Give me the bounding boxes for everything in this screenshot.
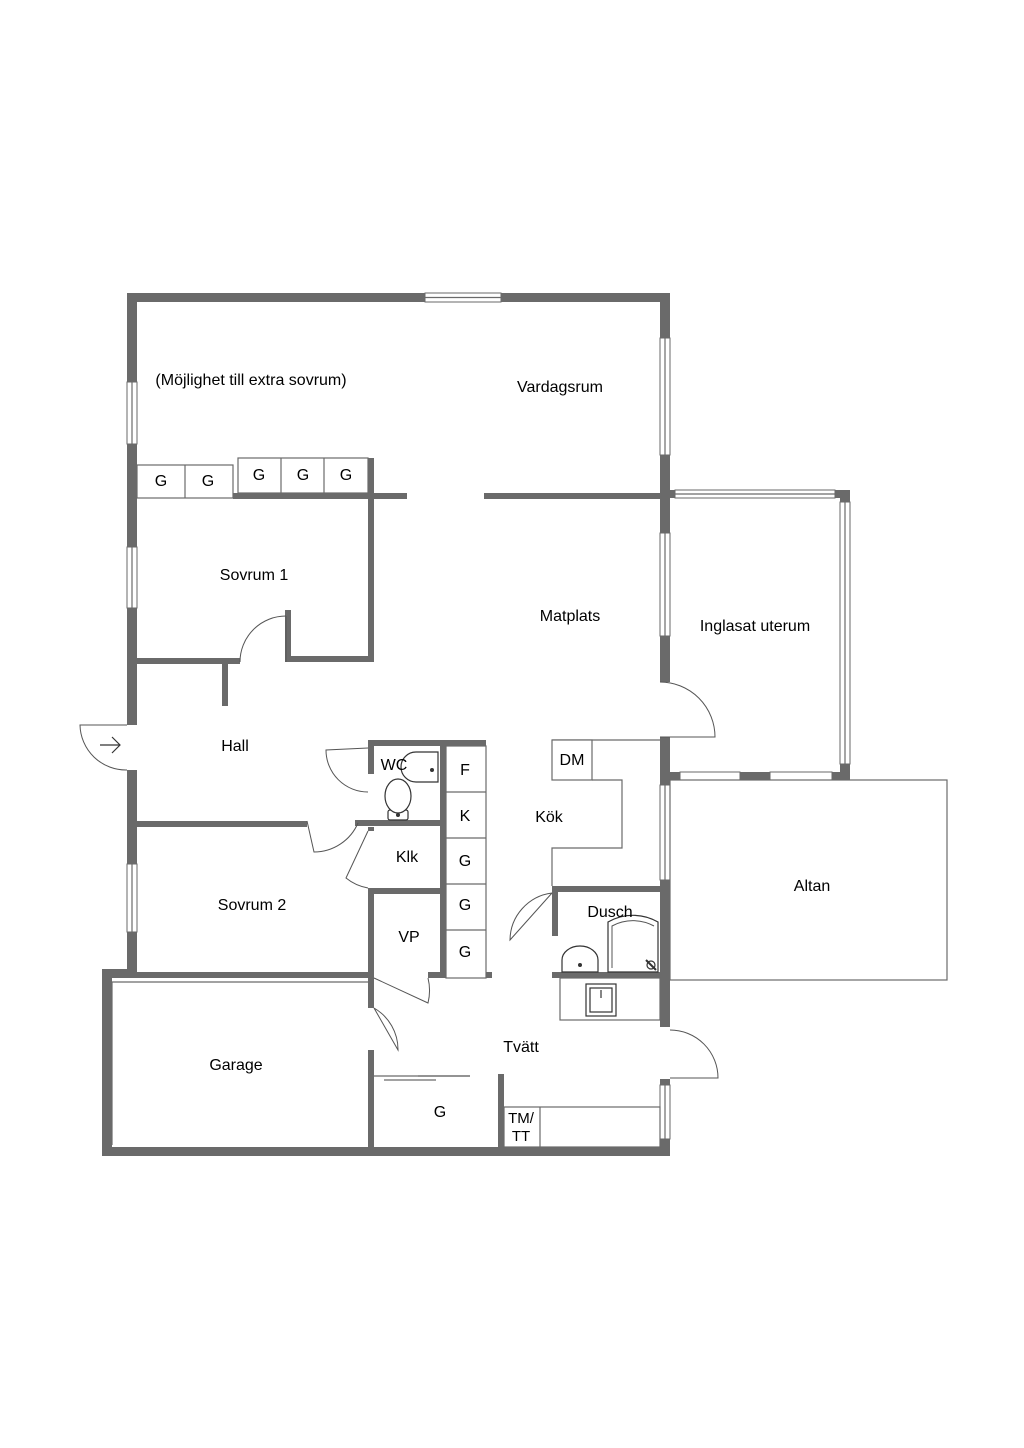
kitchen-label: Kök bbox=[535, 809, 564, 826]
garage-label: Garage bbox=[209, 1057, 262, 1074]
fixtures-outline bbox=[111, 457, 948, 1148]
dishwasher-label: DM bbox=[560, 752, 585, 769]
tm-tt-label-line2: TT bbox=[512, 1128, 530, 1145]
shower-label: Dusch bbox=[587, 904, 632, 921]
entrance-arrow-icon bbox=[100, 736, 121, 754]
kitchen-unit-g2: G bbox=[459, 897, 471, 914]
tm-tt-label-line1: TM/ bbox=[508, 1110, 535, 1127]
wc-label: WC bbox=[381, 757, 408, 774]
laundry-sink-icon bbox=[585, 983, 617, 1017]
toilet-icon bbox=[384, 778, 412, 821]
shower-icon bbox=[607, 914, 659, 973]
hall-label: Hall bbox=[221, 738, 249, 755]
extra-bedroom-label: (Möjlighet till extra sovrum) bbox=[155, 372, 346, 389]
sink-icon bbox=[400, 751, 439, 783]
living-room-label: Vardagsrum bbox=[517, 379, 603, 396]
laundry-label: Tvätt bbox=[503, 1039, 539, 1056]
storage-top-3: G bbox=[253, 467, 265, 484]
kitchen-unit-k: K bbox=[460, 808, 471, 825]
room-labels: (Möjlighet till extra sovrum) Vardagsrum… bbox=[155, 372, 830, 1145]
bedroom-2-label: Sovrum 2 bbox=[218, 897, 287, 914]
vp-label: VP bbox=[398, 929, 419, 946]
exterior-walls bbox=[102, 293, 850, 1156]
dining-label: Matplats bbox=[540, 608, 600, 625]
bedroom-1-label: Sovrum 1 bbox=[220, 567, 289, 584]
kitchen-unit-fridge: F bbox=[460, 762, 470, 779]
deck-label: Altan bbox=[794, 878, 830, 895]
storage-top-1: G bbox=[155, 473, 167, 490]
storage-top-5: G bbox=[340, 467, 352, 484]
kitchen-unit-g3: G bbox=[459, 944, 471, 961]
windows bbox=[126, 292, 851, 1140]
closet-label: Klk bbox=[396, 849, 419, 866]
laundry-storage-label: G bbox=[434, 1104, 446, 1121]
interior-walls bbox=[137, 458, 660, 1150]
storage-labels: G G G G G F K G G G bbox=[155, 467, 471, 961]
kitchen-unit-g1: G bbox=[459, 853, 471, 870]
sunroom-label: Inglasat uterum bbox=[700, 618, 810, 635]
bath-sink-icon bbox=[561, 945, 599, 973]
doors bbox=[79, 615, 719, 1079]
storage-top-2: G bbox=[202, 473, 214, 490]
storage-top-4: G bbox=[297, 467, 309, 484]
